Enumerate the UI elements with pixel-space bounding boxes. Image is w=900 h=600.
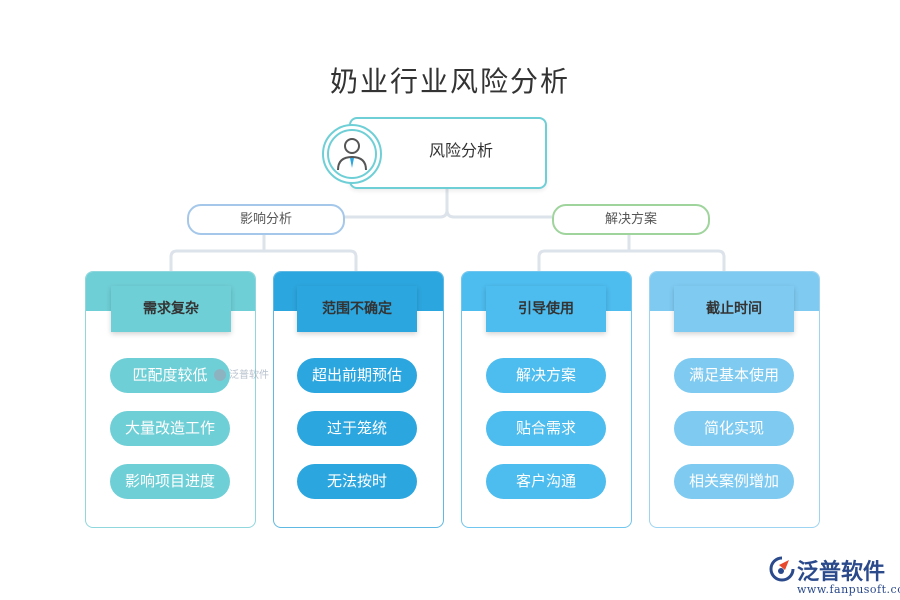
brand-name: 泛普软件 (797, 560, 886, 585)
watermark-logo-icon (214, 369, 226, 381)
brand-logo-icon (769, 556, 795, 582)
branch-node-impact-analysis: 影响分析 (187, 204, 345, 235)
card-1-item-1: 匹配度较低 (110, 358, 230, 393)
card-title-1: 需求复杂 (111, 286, 231, 332)
branch-node-solutions: 解决方案 (552, 204, 710, 235)
card-title-4: 截止时间 (674, 286, 794, 332)
watermark-text: 泛普软件 (229, 370, 269, 381)
card-title-3: 引导使用 (486, 286, 606, 332)
card-2-item-3: 无法按时 (297, 464, 417, 499)
root-node-label: 风险分析 (428, 141, 493, 160)
card-4-item-1: 满足基本使用 (674, 358, 794, 393)
card-3-item-3: 客户沟通 (486, 464, 606, 499)
card-4-item-3: 相关案例增加 (674, 464, 794, 499)
watermark: 泛普软件 (214, 366, 269, 381)
card-1-item-2: 大量改造工作 (110, 411, 230, 446)
diagram-title: 奶业行业风险分析 (329, 65, 570, 98)
card-4-item-2: 简化实现 (674, 411, 794, 446)
card-3-item-2: 贴合需求 (486, 411, 606, 446)
person-avatar-icon (322, 124, 382, 184)
card-2-item-1: 超出前期预估 (297, 358, 417, 393)
card-title-2: 范围不确定 (297, 286, 417, 332)
card-2-item-2: 过于笼统 (297, 411, 417, 446)
card-1-item-3: 影响项目进度 (110, 464, 230, 499)
brand-url: www.fanpusoft.com (797, 583, 900, 596)
card-3-item-1: 解决方案 (486, 358, 606, 393)
